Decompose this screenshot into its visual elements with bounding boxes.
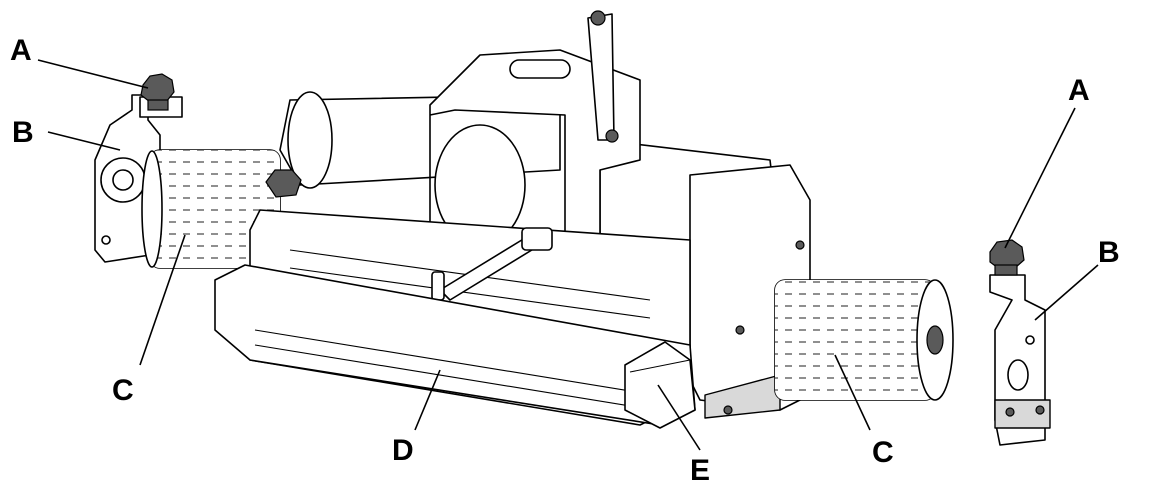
leader-c-right (834, 354, 871, 431)
callout-b-right: B (1098, 236, 1120, 269)
callout-a-right: A (1068, 74, 1090, 107)
leader-c-left (139, 234, 186, 366)
front-cover (214, 264, 696, 426)
left-bracket (94, 94, 183, 263)
right-brush-roller (774, 279, 954, 401)
leader-d (414, 369, 441, 431)
callout-e: E (690, 454, 710, 484)
leader-b-left (47, 131, 121, 151)
leader-lines (37, 59, 1099, 451)
end-cap (624, 341, 696, 429)
callout-c-right: C (872, 436, 894, 469)
callout-d: D (392, 434, 414, 467)
callout-c-left: C (112, 374, 134, 407)
right-knob (989, 239, 1025, 276)
leader-a-left (37, 59, 149, 89)
leader-b-right (1034, 264, 1099, 321)
leader-e (657, 384, 701, 451)
right-bracket (989, 274, 1051, 446)
left-knob (140, 73, 175, 111)
leader-a-right (1004, 107, 1076, 249)
callout-b-left: B (12, 116, 34, 149)
callout-a-left: A (10, 34, 32, 67)
